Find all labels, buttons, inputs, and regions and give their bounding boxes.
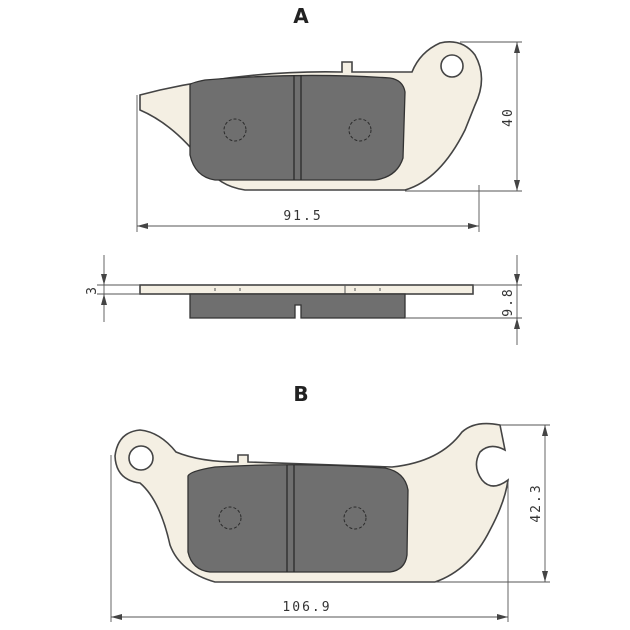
view-b-width-dimension: 106.9 [110,455,509,622]
side-view-plate-thickness-dimension: 3 [85,255,140,322]
side-view-backing-plate [139,284,474,295]
view-b-label: B [293,382,308,406]
side-view-total-thickness-dimension: 9.8 [405,255,522,345]
view-b: B 106.9 42.3 [110,382,550,622]
view-b-width-value: 106.9 [282,600,331,615]
side-view: 3 9.8 [85,255,522,345]
view-b-height-dimension: 42.3 [435,424,550,583]
view-b-height-value: 42.3 [529,483,544,522]
side-view-total-thickness-value: 9.8 [501,287,516,316]
view-a: A 91.5 40 [136,4,522,232]
view-a-width-value: 91.5 [283,209,322,224]
view-a-height-value: 40 [501,107,516,127]
view-a-width-dimension: 91.5 [136,95,480,232]
view-b-pin-mark-left [218,506,242,530]
view-b-friction-pad [187,464,409,573]
view-a-friction-pad [189,74,406,181]
view-a-mounting-hole [440,54,464,78]
side-view-plate-thickness-value: 3 [85,285,100,295]
view-a-label: A [293,4,309,28]
view-a-pin-mark-left [223,118,247,142]
view-b-pin-mark-right [343,506,367,530]
view-a-pin-mark-right [348,118,372,142]
side-view-friction-pad [189,293,406,319]
view-a-height-dimension: 40 [405,41,522,192]
view-b-mounting-hole [128,445,154,471]
